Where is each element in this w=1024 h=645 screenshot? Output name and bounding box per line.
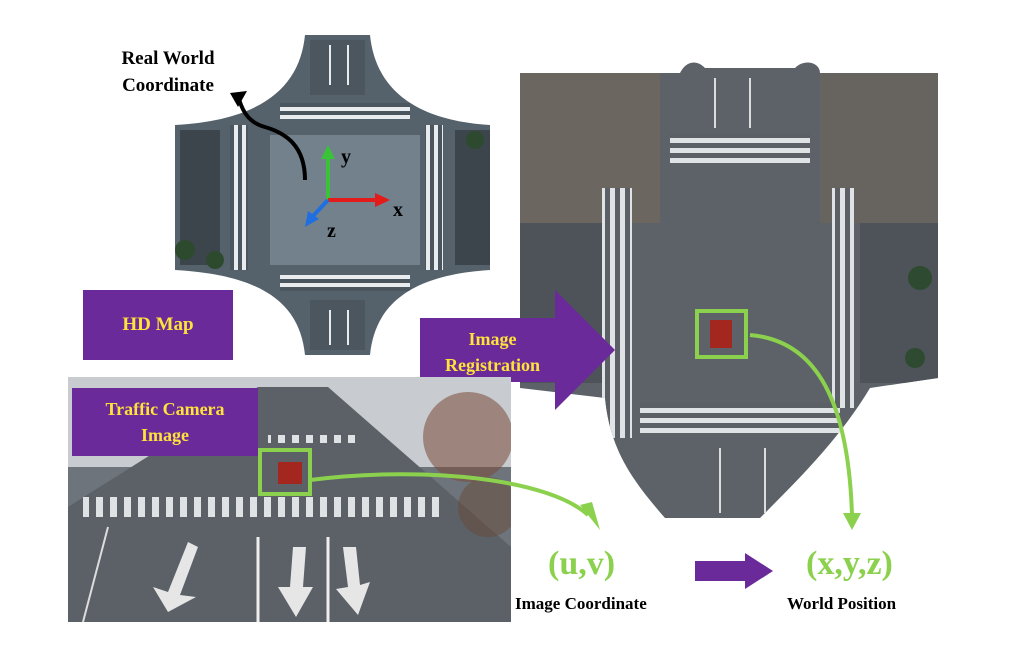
real-world-coordinate-label: Real World Coordinate — [121, 48, 215, 96]
real-world-arrow — [230, 91, 307, 181]
image-registration-label: Image Registration — [445, 329, 540, 375]
mapping-arrows — [309, 333, 861, 530]
uv-to-xyz-arrow — [695, 553, 773, 589]
traffic-camera-label: Traffic Camera Image — [72, 388, 258, 456]
axis-z-label: z — [327, 220, 336, 242]
hd-map-label: HD Map — [83, 290, 233, 360]
axis-y-label: y — [341, 146, 351, 168]
uv-label: (u,v) — [548, 545, 616, 582]
traffic-camera-text: Traffic Camera Image — [105, 399, 225, 445]
axis-x-label: x — [393, 199, 403, 221]
hd-map-text: HD Map — [122, 314, 194, 335]
world-position-label: World Position — [787, 594, 897, 613]
xyz-label: (x,y,z) — [806, 545, 893, 582]
image-coordinate-label: Image Coordinate — [515, 594, 647, 613]
coordinate-axes — [305, 145, 390, 227]
